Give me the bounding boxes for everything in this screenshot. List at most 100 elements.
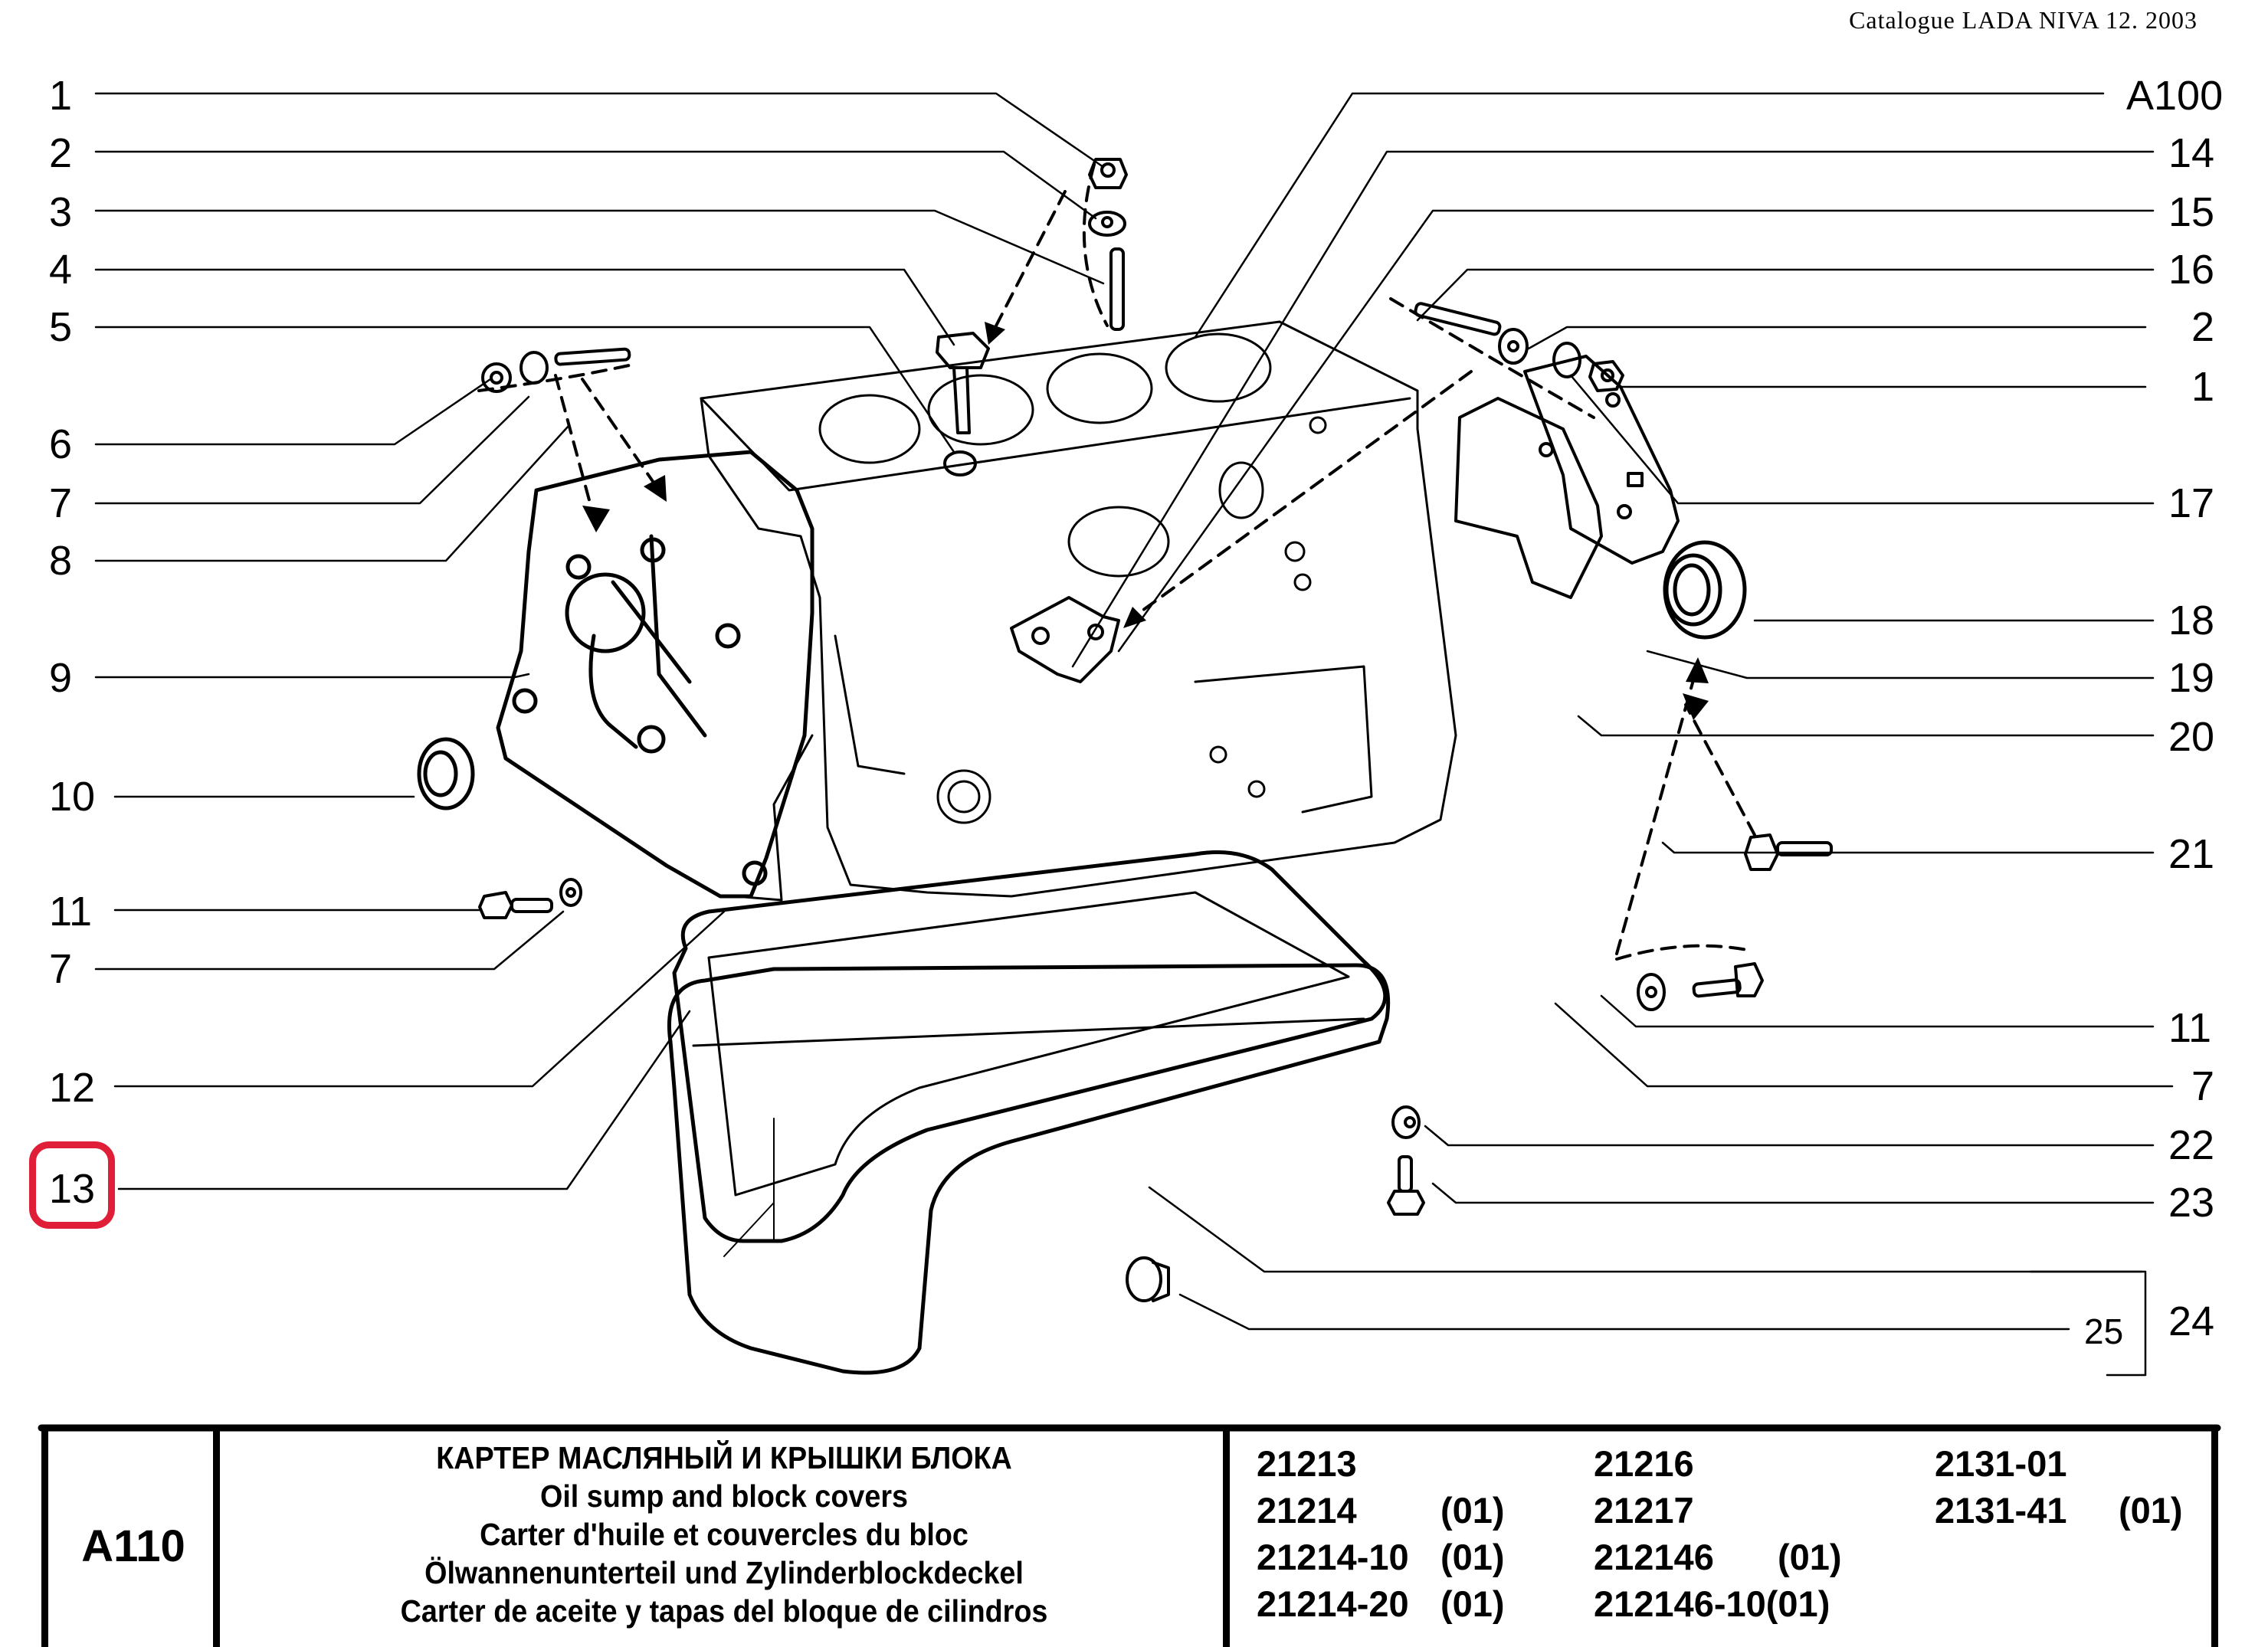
callout-right-1[interactable]: 1 bbox=[2191, 364, 2215, 410]
model-row: 212146-10(01) bbox=[1594, 1580, 1842, 1627]
arrowhead-cover-2 bbox=[644, 475, 667, 502]
callout-left-2[interactable]: 2 bbox=[49, 130, 73, 176]
callout-left-4[interactable]: 4 bbox=[49, 247, 73, 293]
drain-plug bbox=[1126, 1256, 1170, 1302]
callout-right-20[interactable]: 20 bbox=[2168, 714, 2215, 760]
rear-bolt-lower bbox=[1637, 962, 1764, 1011]
model-code: 21214 bbox=[1257, 1490, 1357, 1531]
callout-left-5[interactable]: 5 bbox=[49, 304, 73, 350]
leader-line-5 bbox=[94, 326, 955, 453]
model-code: 21217 bbox=[1594, 1490, 1694, 1531]
callout-right-23[interactable]: 23 bbox=[2168, 1180, 2215, 1226]
model-variant: (01) bbox=[1440, 1537, 1505, 1577]
title-french: Carter d'huile et couvercles du bloc bbox=[480, 1517, 968, 1552]
leader-line-2 bbox=[94, 150, 1097, 220]
title-block-divider-code bbox=[213, 1425, 220, 1647]
leader-line-7a bbox=[94, 395, 530, 505]
callout-right-a100[interactable]: A100 bbox=[2126, 73, 2224, 119]
callout-left-7b[interactable]: 7 bbox=[49, 946, 73, 992]
model-variant: (01) bbox=[2119, 1490, 2183, 1531]
model-code: 21214-10 bbox=[1257, 1537, 1409, 1577]
leader-line-22 bbox=[1424, 1125, 2155, 1147]
callout-left-12[interactable]: 12 bbox=[49, 1065, 96, 1111]
callout-right-24[interactable]: 24 bbox=[2168, 1298, 2215, 1344]
callout-left-8[interactable]: 8 bbox=[49, 538, 73, 584]
model-row: 21214 (01) bbox=[1257, 1487, 1505, 1534]
leader-line-a100 bbox=[1194, 92, 2105, 339]
o-ring bbox=[943, 450, 977, 476]
cylinder-block bbox=[700, 320, 1457, 898]
leader-line-24 bbox=[1148, 1186, 2143, 1273]
callout-right-2[interactable]: 2 bbox=[2191, 304, 2215, 350]
callout-left-6[interactable]: 6 bbox=[49, 421, 73, 467]
leader-lines-right bbox=[1071, 92, 2174, 1377]
leader-line-14 bbox=[1071, 150, 2155, 668]
model-row: 21214-20 (01) bbox=[1257, 1580, 1505, 1627]
callout-right-11[interactable]: 11 bbox=[2168, 1005, 2212, 1051]
left-stud-group bbox=[481, 347, 631, 393]
front-oil-seal bbox=[417, 737, 475, 810]
callout-right-7[interactable]: 7 bbox=[2191, 1063, 2215, 1109]
model-row: 21213 bbox=[1257, 1440, 1505, 1487]
arrowhead-rear-2 bbox=[1683, 693, 1709, 720]
callout-left-13[interactable]: 13 bbox=[49, 1166, 96, 1212]
leader-line-11r bbox=[1600, 994, 2155, 1028]
callout-right-25[interactable]: 25 bbox=[2084, 1311, 2124, 1351]
callout-left-11[interactable]: 11 bbox=[49, 889, 93, 935]
callout-right-18[interactable]: 18 bbox=[2168, 598, 2215, 643]
dashed-group-left-studs bbox=[477, 362, 637, 392]
leader-line-15 bbox=[1117, 209, 2155, 653]
callout-right-19[interactable]: 19 bbox=[2168, 655, 2215, 701]
dashed-arrow-cover-2 bbox=[581, 378, 660, 492]
callout-right-21[interactable]: 21 bbox=[2168, 831, 2215, 877]
callout-left-10[interactable]: 10 bbox=[49, 774, 96, 820]
title-block-border-right bbox=[2211, 1425, 2218, 1647]
title-block-border-left bbox=[41, 1425, 48, 1647]
dashed-arrow-to-pump bbox=[1132, 370, 1473, 618]
callout-left-9[interactable]: 9 bbox=[49, 655, 73, 701]
callout-right-16[interactable]: 16 bbox=[2168, 247, 2215, 293]
leader-line-16 bbox=[1416, 268, 2155, 322]
model-variant: (01) bbox=[1440, 1490, 1505, 1531]
top-stud-group bbox=[1088, 158, 1128, 331]
dashed-arrow-rear-2 bbox=[1684, 703, 1756, 837]
leader-line-6 bbox=[94, 378, 492, 446]
section-code: A110 bbox=[81, 1521, 185, 1571]
model-row: 2131-01 bbox=[1935, 1440, 2183, 1487]
callout-left-7a[interactable]: 7 bbox=[49, 480, 73, 526]
assembly-arrows bbox=[477, 163, 1756, 961]
title-russian: КАРТЕР МАСЛЯНЫЙ И КРЫШКИ БЛОКА bbox=[436, 1440, 1012, 1475]
leader-line-12 bbox=[113, 910, 726, 1088]
dashed-group-rear-bolt bbox=[1615, 944, 1749, 961]
callout-right-17[interactable]: 17 bbox=[2168, 480, 2215, 526]
arrowhead-sensor bbox=[985, 322, 1005, 345]
model-row: 21217 bbox=[1594, 1487, 1842, 1534]
model-code: 21216 bbox=[1594, 1443, 1694, 1484]
sump-gasket bbox=[672, 850, 1388, 1243]
callout-right-14[interactable]: 14 bbox=[2168, 130, 2215, 176]
front-cover bbox=[496, 450, 814, 902]
title-german: Ölwannenunterteil und Zylinderblockdecke… bbox=[424, 1555, 1024, 1590]
title-block-divider-models bbox=[1223, 1425, 1230, 1647]
model-variant: (01) bbox=[1778, 1537, 1842, 1577]
callout-13-highlight bbox=[29, 1141, 115, 1229]
arrowhead-cover-1 bbox=[582, 506, 610, 532]
model-row: 21214-10 (01) bbox=[1257, 1534, 1505, 1580]
leader-line-8 bbox=[94, 424, 570, 562]
leader-line-21 bbox=[1661, 841, 2155, 854]
title-english: Oil sump and block covers bbox=[539, 1478, 909, 1514]
oil-pump-drive-cover bbox=[1010, 596, 1120, 683]
model-code: 21213 bbox=[1257, 1443, 1357, 1484]
oil-sump bbox=[667, 963, 1391, 1375]
arrowhead-pump bbox=[1123, 607, 1146, 628]
callout-right-22[interactable]: 22 bbox=[2168, 1122, 2215, 1168]
leader-line-3 bbox=[94, 209, 1105, 285]
callout-left-3[interactable]: 3 bbox=[49, 189, 73, 235]
callout-left-1[interactable]: 1 bbox=[49, 73, 73, 119]
model-variant: (01) bbox=[1440, 1583, 1505, 1624]
section-titles: КАРТЕР МАСЛЯНЫЙ И КРЫШКИ БЛОКА Oil sump … bbox=[222, 1439, 1226, 1630]
callout-right-15[interactable]: 15 bbox=[2168, 189, 2215, 235]
model-code: 21214-20 bbox=[1257, 1583, 1409, 1624]
rear-seal-holder bbox=[1454, 355, 1680, 599]
